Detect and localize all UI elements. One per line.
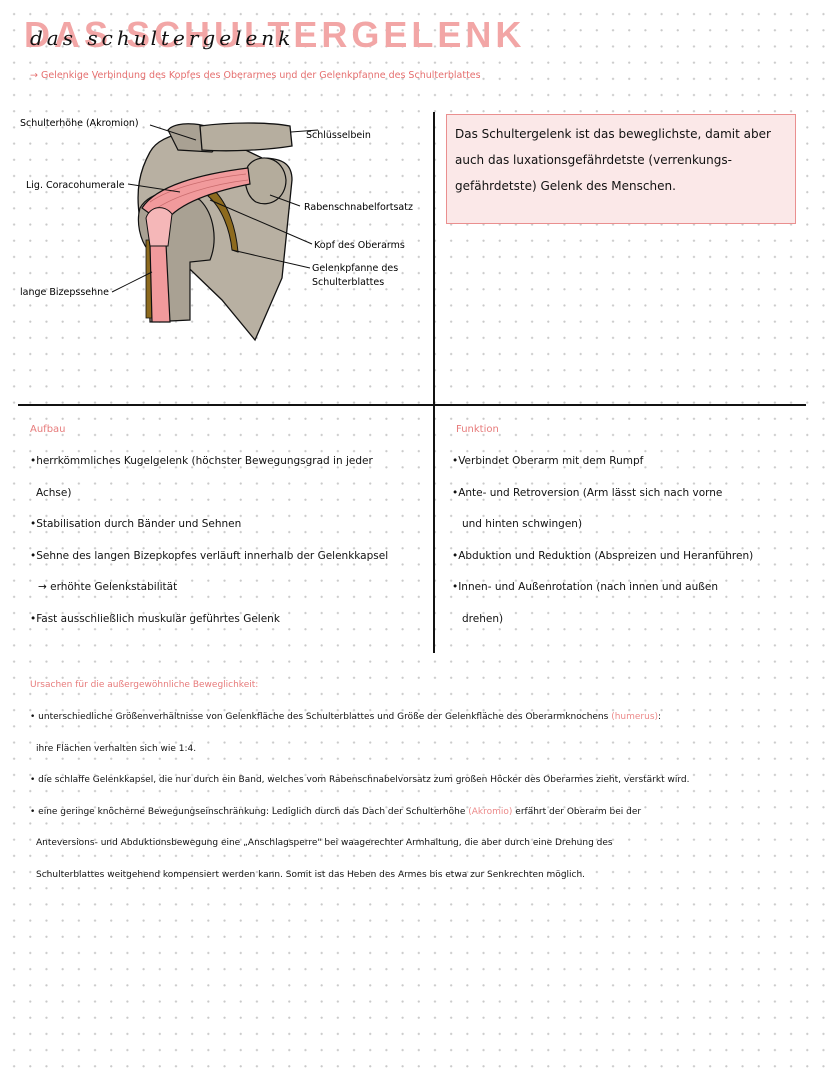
humerus-term: (humerus) [611,712,659,722]
aufbau-line-2: Achse) [36,486,72,499]
funktion-line-6: drehen) [462,612,504,625]
funktion-line-2: •Ante- und Retroversion (Arm lässt sich … [452,486,723,499]
page-title: DAS SCHULTERGELENK das schultergelenk [24,14,521,64]
label-bizeps: lange Bizepssehne [20,287,109,298]
subtitle: → Gelenkige Verbindung des Kopfes des Ob… [30,70,481,81]
title-highlight: DAS SCHULTERGELENK [24,14,526,55]
horizontal-divider [18,404,806,406]
info-line-1: Das Schultergelenk ist das beweglichste,… [455,127,771,141]
shoulder-joint-diagram: Schulterhöhe (Akromion) Schlüsselbein Li… [20,118,413,342]
coracoid-shape [244,157,287,205]
funktion-line-5: •Innen- und Außenrotation (nach innen un… [452,581,718,593]
funktion-line-1: •Verbindet Oberarm mit dem Rumpf [452,455,644,467]
label-kopf: Kopf des Oberarms [314,240,405,251]
info-box: Das Schultergelenk ist das beweglichste,… [446,114,796,224]
aufbau-heading: Aufbau [30,424,66,435]
ursachen-list: • unterschiedliche Größenverhältnisse vo… [30,702,820,891]
ligament-lines [149,173,249,211]
funktion-heading: Funktion [456,424,499,435]
funktion-list: •Verbindet Oberarm mit dem Rumpf •Ante- … [452,446,822,635]
aufbau-line-3: •Stabilisation durch Bänder und Sehnen [30,518,242,530]
label-pfanne-1: Gelenkpfanne des [312,263,398,274]
label-pfanne-2: Schulterblattes [312,277,384,288]
label-schluesselbein: Schlüsselbein [306,130,371,141]
ursachen-line-3: • die schlaffe Gelenkkapsel, die nur dur… [30,775,690,785]
label-schulterhoehe: Schulterhöhe (Akromion) [20,118,139,129]
ursachen-line-2: ihre Flächen verhalten sich wie 1:4. [36,743,197,754]
ursachen-heading: Ursachen für die außergewöhnliche Bewegl… [30,680,259,690]
ursachen-line-6: Schulterblattes weitgehend kompensiert w… [36,869,586,880]
aufbau-line-5: → erhöhte Gelenkstabilität [38,581,178,593]
aufbau-line-1: •herrkömmliches Kugelgelenk (höchster Be… [30,455,373,467]
info-line-3: gefährdetste) Gelenk des Menschen. [455,179,676,193]
biceps-tendon-head [145,207,173,247]
akromio-term: (Akromio) [468,806,513,817]
ursachen-line-4: • eine geringe knöcherne Bewegungseinsch… [30,806,642,817]
info-line-2: auch das luxationsgefährdetste (verrenku… [455,153,732,167]
funktion-line-3: und hinten schwingen) [462,518,583,530]
title-script: das schultergelenk [30,26,295,50]
glenoid-cartilage [207,189,239,253]
clavicle-shape [199,122,293,152]
ursachen-line-1: • unterschiedliche Größenverhältnisse vo… [30,712,662,722]
label-rabenschnabel: Rabenschnabelfortsatz [304,202,413,213]
vertical-divider [433,112,435,653]
aufbau-list: •herrkömmliches Kugelgelenk (höchster Be… [30,446,430,635]
aufbau-line-4: •Sehne des langen Bizepkopfes verläuft i… [30,549,389,562]
ursachen-line-5: Anteversions- und Abduktionsbewegung ein… [36,838,613,848]
leader-lines [111,124,319,293]
funktion-line-4: •Abduktion und Reduktion (Abspreizen und… [452,549,754,562]
label-lig: Lig. Coracohumerale [26,180,125,191]
aufbau-line-6: •Fast ausschließlich muskulär geführtes … [30,612,280,625]
biceps-tendon [149,243,171,323]
